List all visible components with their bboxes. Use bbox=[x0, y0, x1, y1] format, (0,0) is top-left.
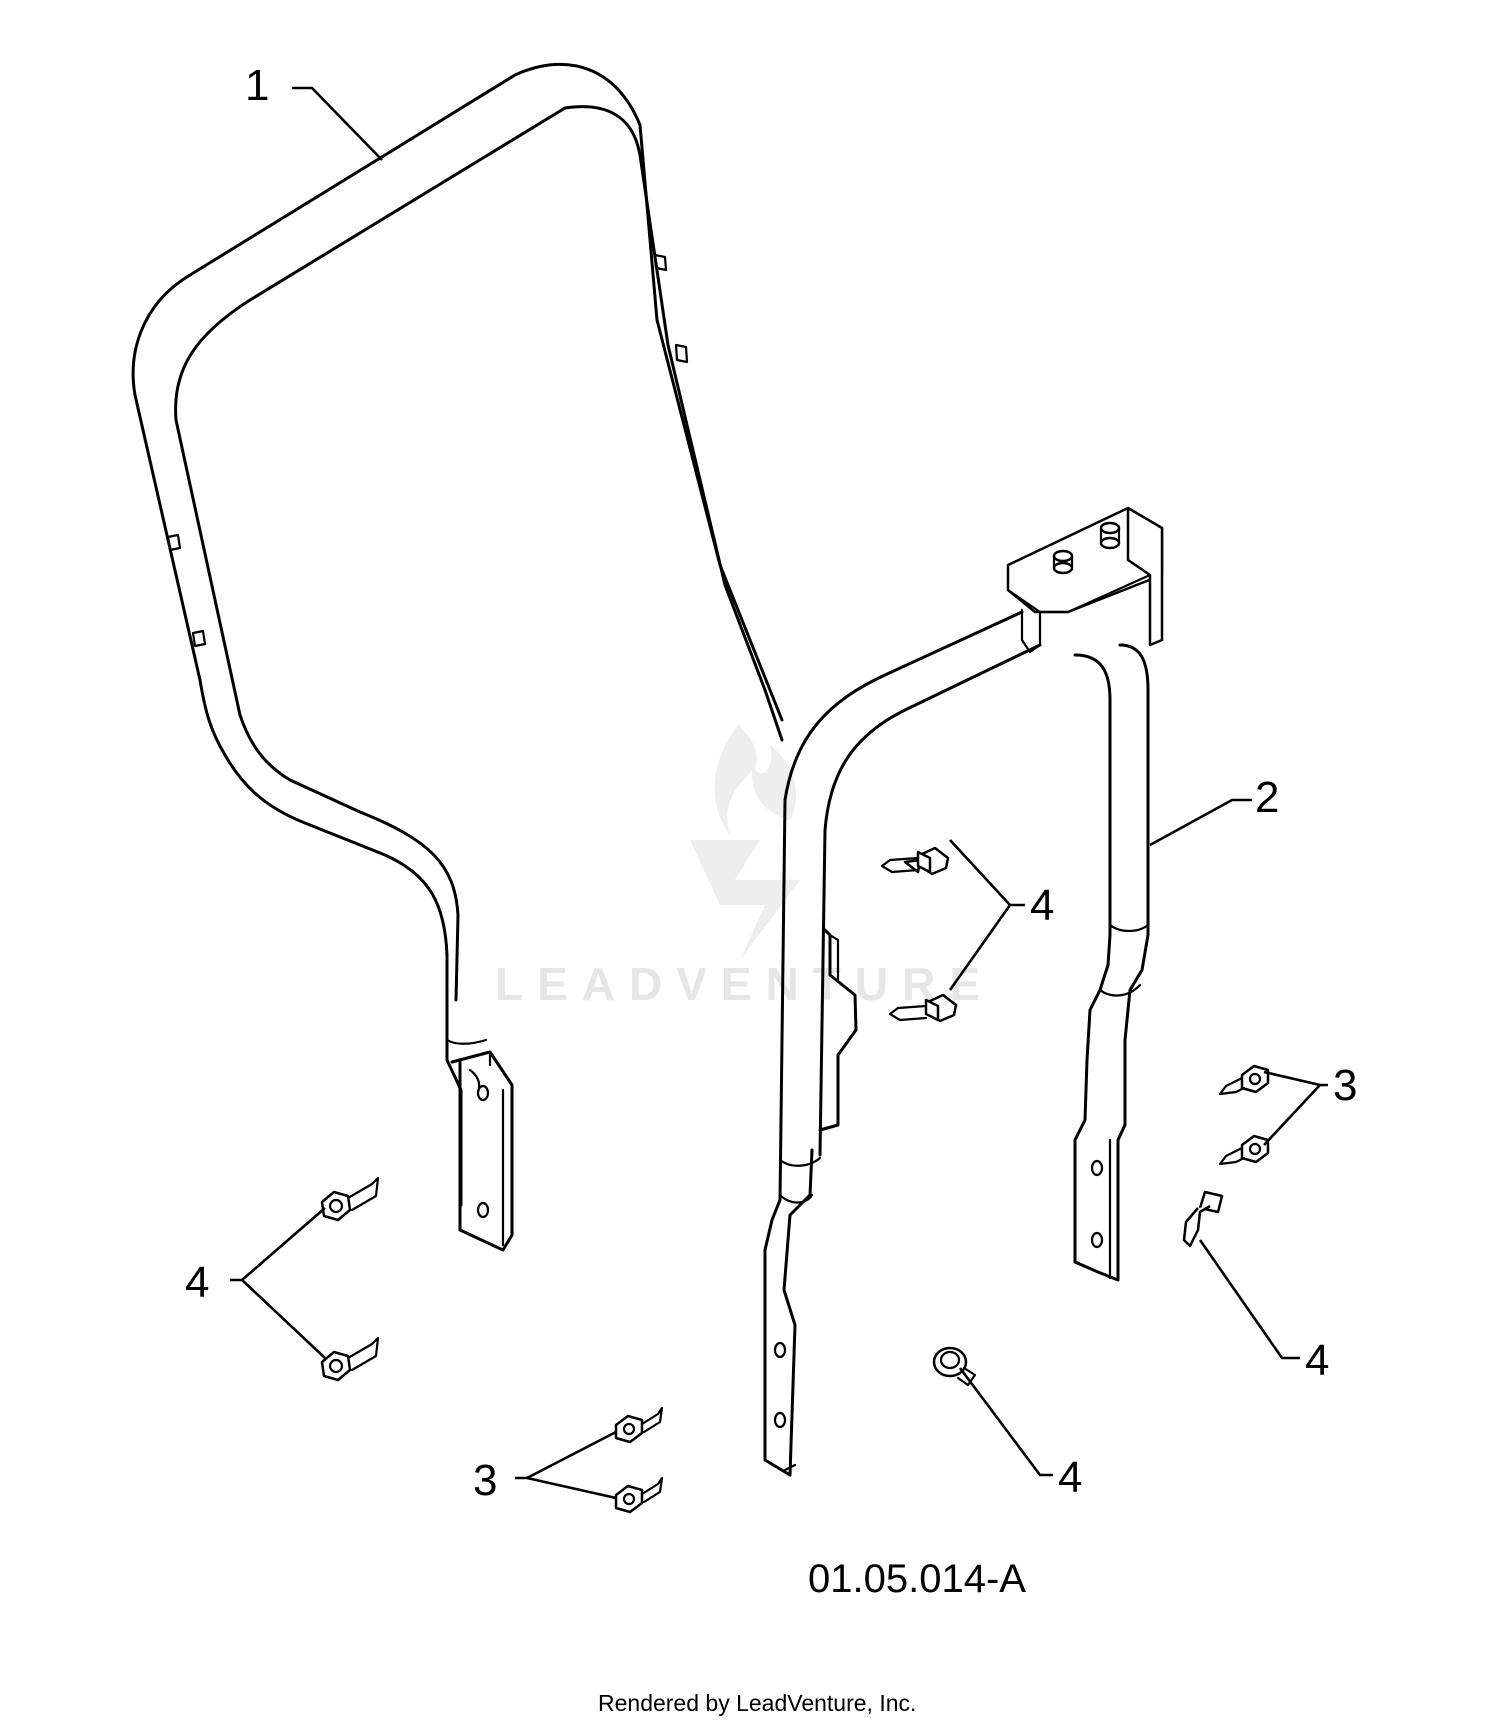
callout-part-4-left: 4 bbox=[185, 1258, 209, 1307]
callout-part-4-bottom: 4 bbox=[1058, 1453, 1082, 1502]
callout-part-4-right: 4 bbox=[1305, 1336, 1329, 1385]
part-1-frame bbox=[131, 62, 784, 1252]
footer-credit: Rendered by LeadVenture, Inc. bbox=[598, 1690, 916, 1716]
callout-part-4-upper: 4 bbox=[1030, 881, 1054, 930]
bolt-right bbox=[1182, 1190, 1224, 1248]
callout-part-3-right: 3 bbox=[1333, 1061, 1357, 1110]
watermark-text: LEADVENTURE bbox=[495, 958, 994, 1010]
screw-bottom-1 bbox=[614, 1406, 664, 1444]
callout-part-2: 2 bbox=[1255, 773, 1279, 822]
watermark-logo bbox=[690, 725, 800, 960]
screw-right-2 bbox=[1218, 1134, 1270, 1166]
bolt-upper-1 bbox=[880, 846, 950, 876]
callout-part-1: 1 bbox=[245, 61, 269, 110]
screw-bottom-2 bbox=[614, 1476, 664, 1514]
screw-right-1 bbox=[1218, 1064, 1270, 1096]
bolt-left-1 bbox=[320, 1176, 380, 1222]
part-2-frame bbox=[763, 506, 1164, 1477]
leader-lines bbox=[230, 86, 1328, 1500]
bolt-bottom-center bbox=[932, 1346, 977, 1387]
bolt-left-2 bbox=[320, 1336, 380, 1382]
bolt-upper-2 bbox=[888, 993, 958, 1023]
drawing-code: 01.05.014-A bbox=[808, 1557, 1026, 1601]
callout-part-3-bottom: 3 bbox=[473, 1456, 497, 1505]
